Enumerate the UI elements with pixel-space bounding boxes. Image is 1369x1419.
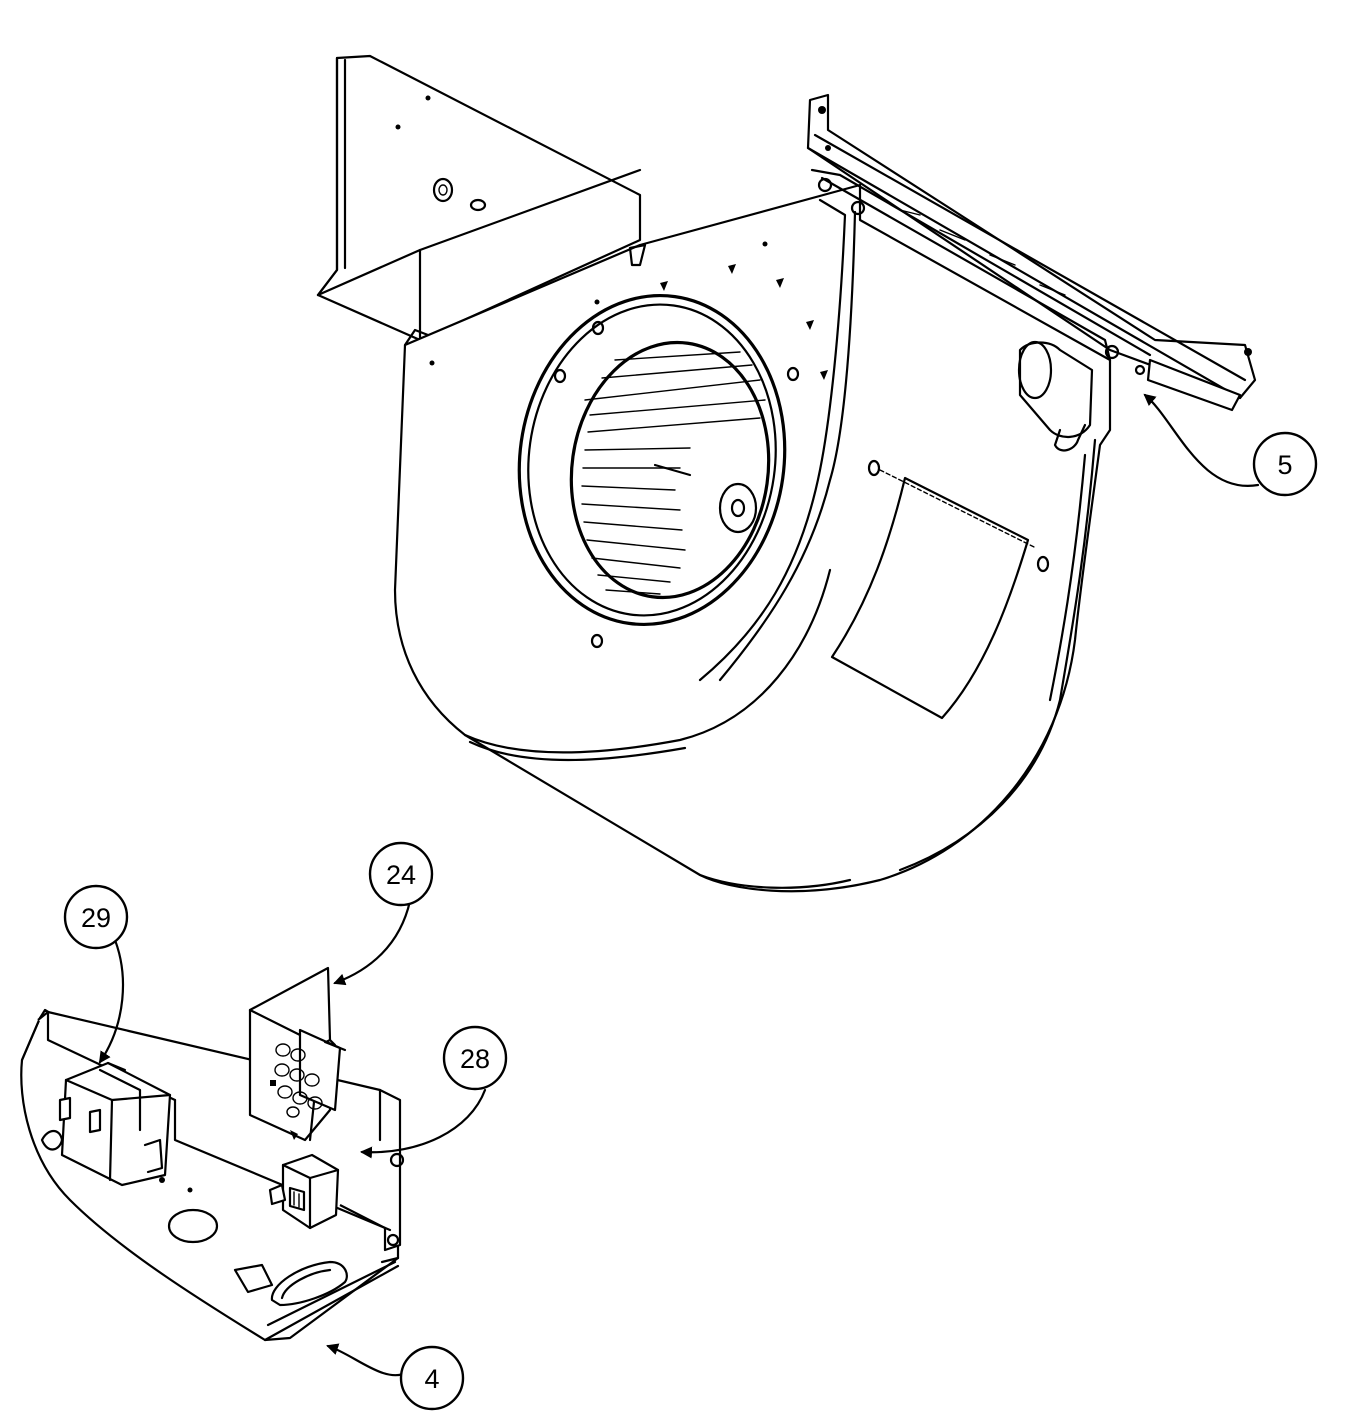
- control-board: [248, 966, 347, 1142]
- blower-inlet-ring: [517, 293, 787, 627]
- callout-24: 24: [368, 841, 434, 907]
- callout-29-label: 29: [81, 903, 111, 933]
- callout-5: 5: [1252, 431, 1318, 497]
- motor-capacitor: [1017, 340, 1242, 452]
- callout-28: 28: [442, 1025, 508, 1091]
- control-panel-assembly: [20, 966, 405, 1342]
- callout-24-label: 24: [386, 860, 416, 890]
- blower-housing: [393, 183, 1112, 893]
- callout-leaders: [98, 393, 1260, 1377]
- blower-cutoff-box: [316, 54, 642, 342]
- callout-5-label: 5: [1277, 450, 1292, 480]
- blower-mounting-rail: [806, 93, 1257, 400]
- blower-assembly: [316, 54, 1257, 893]
- callout-28-label: 28: [460, 1044, 490, 1074]
- relay: [268, 1153, 340, 1230]
- blower-wheel: [581, 351, 766, 595]
- callout-4-label: 4: [424, 1364, 439, 1394]
- callout-29: 29: [63, 884, 129, 950]
- blower-label-plate: [830, 459, 1050, 720]
- callout-4: 4: [399, 1345, 465, 1411]
